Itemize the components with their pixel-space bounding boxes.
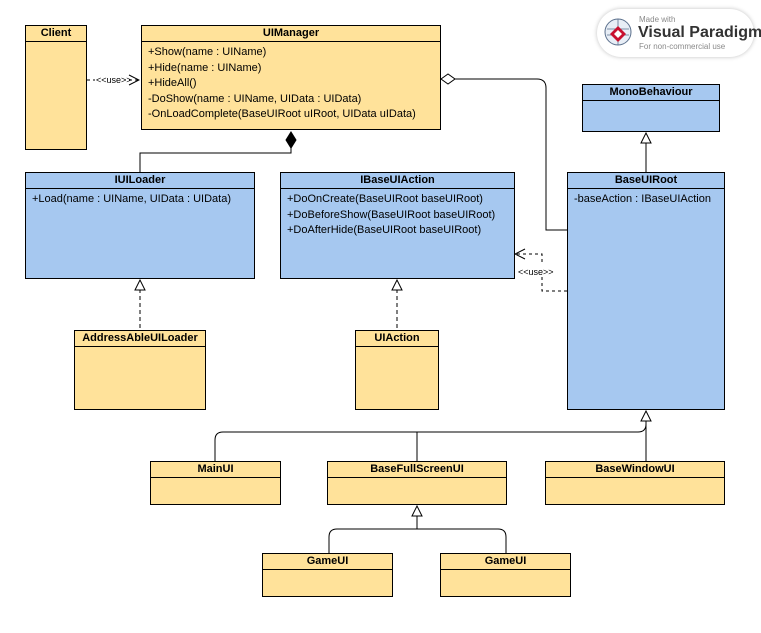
use-label-bg [95, 74, 125, 85]
badge-product-name: Visual Paradigm [638, 24, 761, 41]
operation: +DoBeforeShow(BaseUIRoot baseUIRoot) [287, 208, 496, 221]
class-uimanager-members: +Show(name : UIName) +Hide(name : UIName… [142, 42, 440, 123]
gameui-basefullscreenui-generalization [328, 528, 507, 553]
interface-iuiloader[interactable]: IUILoader +Load(name : UIName, UIData : … [25, 172, 255, 279]
badge-made-with: Made with [639, 15, 676, 24]
class-gameui-right-name: GameUI [441, 554, 570, 570]
class-client[interactable]: Client [25, 25, 87, 150]
class-uimanager[interactable]: UIManager +Show(name : UIName) +Hide(nam… [141, 25, 441, 130]
uimanager-iuiloader-composition [139, 148, 292, 172]
class-uiaction[interactable]: UIAction [355, 330, 439, 410]
class-mainui[interactable]: MainUI [150, 461, 281, 505]
class-gameui-right[interactable]: GameUI [440, 553, 571, 597]
subclasses-baseuiroot-generalization [214, 411, 646, 461]
class-client-name: Client [26, 26, 86, 42]
class-basefullscreenui[interactable]: BaseFullScreenUI [327, 461, 507, 505]
class-baseuiroot[interactable]: BaseUIRoot -baseAction : IBaseUIAction [567, 172, 725, 410]
class-addressableuiloader[interactable]: AddressAbleUILoader [74, 330, 206, 410]
class-addressableuiloader-name: AddressAbleUILoader [75, 331, 205, 347]
class-baseuiroot-name: BaseUIRoot [568, 173, 724, 189]
attribute: -baseAction : IBaseUIAction [574, 193, 711, 205]
aggregation-diamond [440, 73, 456, 85]
operation: -OnLoadComplete(BaseUIRoot uIRoot, UIDat… [148, 108, 416, 120]
composition-diamond [285, 131, 297, 149]
class-basewindowui[interactable]: BaseWindowUI [545, 461, 725, 505]
class-uiaction-name: UIAction [356, 331, 438, 347]
visual-paradigm-badge[interactable]: Made with Visual Paradigm For non-commer… [597, 9, 761, 57]
operation: +HideAll() [148, 77, 197, 89]
interface-ibaseuiaction-name: IBaseUIAction [281, 173, 514, 189]
use-label-bg [517, 265, 559, 277]
class-monobehaviour-name: MonoBehaviour [583, 85, 719, 101]
class-basewindowui-name: BaseWindowUI [546, 462, 724, 478]
badge-note: For non-commercial use [639, 42, 726, 51]
operation: +DoAfterHide(BaseUIRoot baseUIRoot) [287, 224, 482, 236]
operation: +DoOnCreate(BaseUIRoot baseUIRoot) [287, 193, 483, 205]
class-gameui-left-name: GameUI [263, 554, 392, 570]
class-baseuiroot-members: -baseAction : IBaseUIAction [568, 189, 724, 208]
interface-iuiloader-name: IUILoader [26, 173, 254, 189]
class-gameui-left[interactable]: GameUI [262, 553, 393, 597]
operation: +Load(name : UIName, UIData : UIData) [32, 193, 231, 205]
class-mainui-name: MainUI [151, 462, 280, 478]
client-use-label: <<use>> [96, 75, 132, 85]
interface-ibaseuiaction-members: +DoOnCreate(BaseUIRoot baseUIRoot) +DoBe… [281, 189, 514, 239]
interface-iuiloader-members: +Load(name : UIName, UIData : UIData) [26, 189, 254, 208]
class-monobehaviour[interactable]: MonoBehaviour [582, 84, 720, 132]
baseuiroot-use-label: <<use>> [518, 267, 554, 277]
operation: +Show(name : UIName) [148, 46, 267, 58]
interface-ibaseuiaction[interactable]: IBaseUIAction +DoOnCreate(BaseUIRoot bas… [280, 172, 515, 279]
class-basefullscreenui-name: BaseFullScreenUI [328, 462, 506, 478]
uimanager-baseuiroot-aggregation [455, 78, 567, 231]
operation: -DoShow(name : UIName, UIData : UIData) [148, 92, 362, 105]
operation: +Hide(name : UIName) [148, 61, 262, 74]
class-uimanager-name: UIManager [142, 26, 440, 42]
visual-paradigm-logo-icon [604, 18, 632, 46]
